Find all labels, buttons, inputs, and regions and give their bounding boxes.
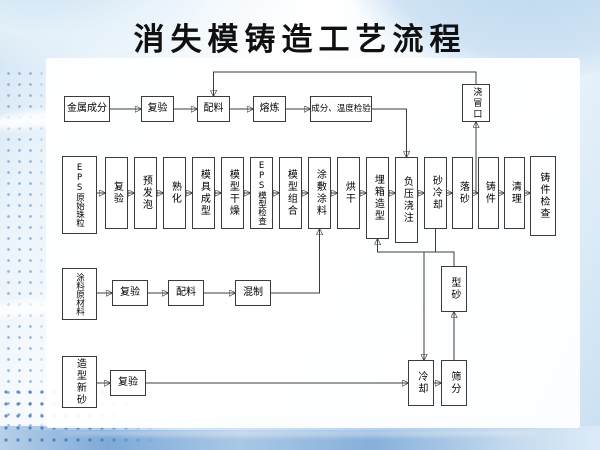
- flow-box-new-sand: 造型新砂: [62, 356, 97, 408]
- flow-box-flask-molding: 埋箱造型: [366, 157, 389, 239]
- flow-box-casting-inspection: 铸件检查: [530, 156, 556, 236]
- slide-title: 消失模铸造工艺流程: [133, 22, 467, 58]
- flow-box-mold-forming: 模具成型: [192, 157, 215, 229]
- flow-box-coating-raw: 涂料原材料: [62, 268, 97, 320]
- flow-box-comp-temp-check: 成分、温度检验: [310, 96, 372, 122]
- flow-box-pre-foaming: 预发泡: [134, 157, 157, 229]
- flow-box-shakeout: 落砂: [452, 157, 473, 229]
- flow-box-cleaning: 清理: [504, 157, 525, 229]
- flow-box-aging: 熟化: [163, 157, 186, 229]
- flow-box-pattern-drying: 模型干燥: [221, 157, 244, 229]
- flow-box-mixing: 混制: [235, 280, 271, 306]
- flow-box-sieving: 筛分: [441, 360, 467, 406]
- flow-box-sand-cooling: 砂冷却: [424, 157, 447, 229]
- flow-box-eps-pattern-check: EPS模型检查: [250, 157, 273, 229]
- flow-box-reinspect-sand: 复验: [110, 370, 146, 396]
- flow-box-cooling: 冷却: [408, 360, 434, 406]
- flow-box-reinspect-metal: 复验: [141, 96, 174, 122]
- dot-pattern-left: [3, 68, 49, 443]
- flow-box-apply-coating: 涂敷涂料: [308, 157, 331, 229]
- flow-box-vacuum-pouring: 负压浇注: [395, 157, 418, 243]
- flow-box-casting: 铸件: [478, 157, 499, 229]
- flow-box-pattern-assembly: 模型组合: [279, 157, 302, 229]
- flow-box-batching-coating: 配料: [168, 280, 204, 306]
- flow-box-reinspect-coating: 复验: [112, 280, 148, 306]
- flow-box-drying: 烘干: [337, 157, 360, 229]
- flow-box-melting: 熔炼: [253, 96, 286, 122]
- flow-box-riser: 浇冒口: [462, 84, 490, 122]
- flow-box-reinspect-eps: 复验: [105, 157, 128, 229]
- flow-box-batching-metal: 配料: [197, 96, 230, 122]
- flow-box-eps-beads: EPS原始珠粒: [62, 156, 97, 234]
- flow-box-metal-composition: 金属成分: [64, 96, 110, 122]
- flow-box-molding-sand: 型砂: [441, 266, 467, 312]
